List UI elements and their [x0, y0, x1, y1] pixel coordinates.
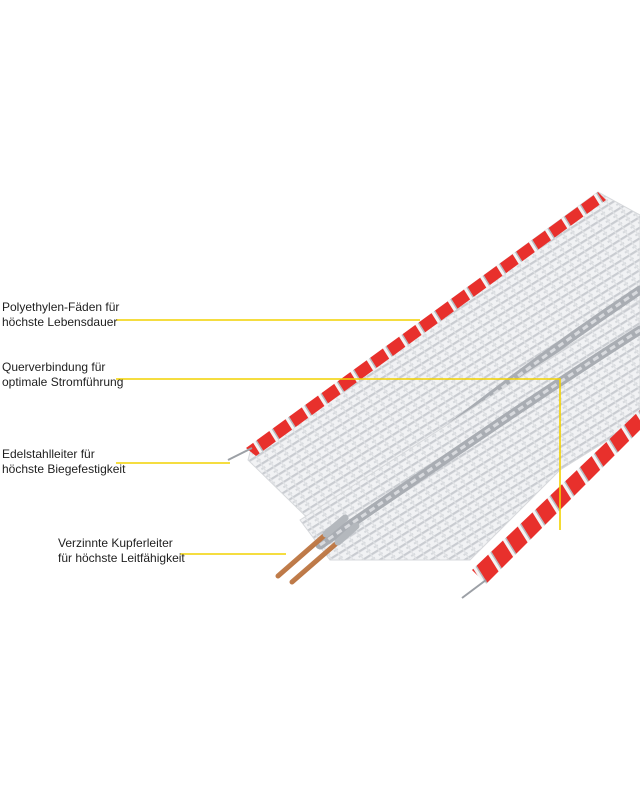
label-stainless-steel-line1: Edelstahlleiter für [2, 447, 95, 461]
label-copper: Verzinnte Kupferleiter für höchste Leitf… [58, 536, 185, 566]
label-cross-connection-line1: Querverbindung für [2, 360, 106, 374]
lower-tape-red-edge [472, 410, 640, 584]
label-copper-line2: für höchste Leitfähigkeit [58, 551, 185, 565]
upper-steel-wire-end [227, 447, 253, 461]
label-polyethylene-line2: höchste Lebensdauer [2, 315, 118, 329]
upper-tape-red-edge [246, 192, 606, 456]
label-polyethylene-line1: Polyethylen-Fäden für [2, 300, 120, 314]
leader-line-cross-connection [116, 378, 561, 530]
lower-steel-wire-end [461, 579, 487, 599]
label-stainless-steel: Edelstahlleiter für höchste Biegefestigk… [2, 447, 125, 477]
label-stainless-steel-line2: höchste Biegefestigkeit [2, 462, 126, 476]
lower-tape [299, 299, 640, 599]
label-cross-connection-line2: optimale Stromführung [2, 375, 124, 389]
copper-wire-2 [289, 539, 341, 585]
leader-lines [116, 319, 561, 555]
label-polyethylene: Polyethylen-Fäden für höchste Lebensdaue… [2, 300, 119, 330]
copper-wire-1 [275, 531, 329, 579]
copper-conductors [275, 514, 360, 585]
label-copper-line1: Verzinnte Kupferleiter [58, 536, 173, 550]
label-cross-connection: Querverbindung für optimale Stromführung [2, 360, 123, 390]
